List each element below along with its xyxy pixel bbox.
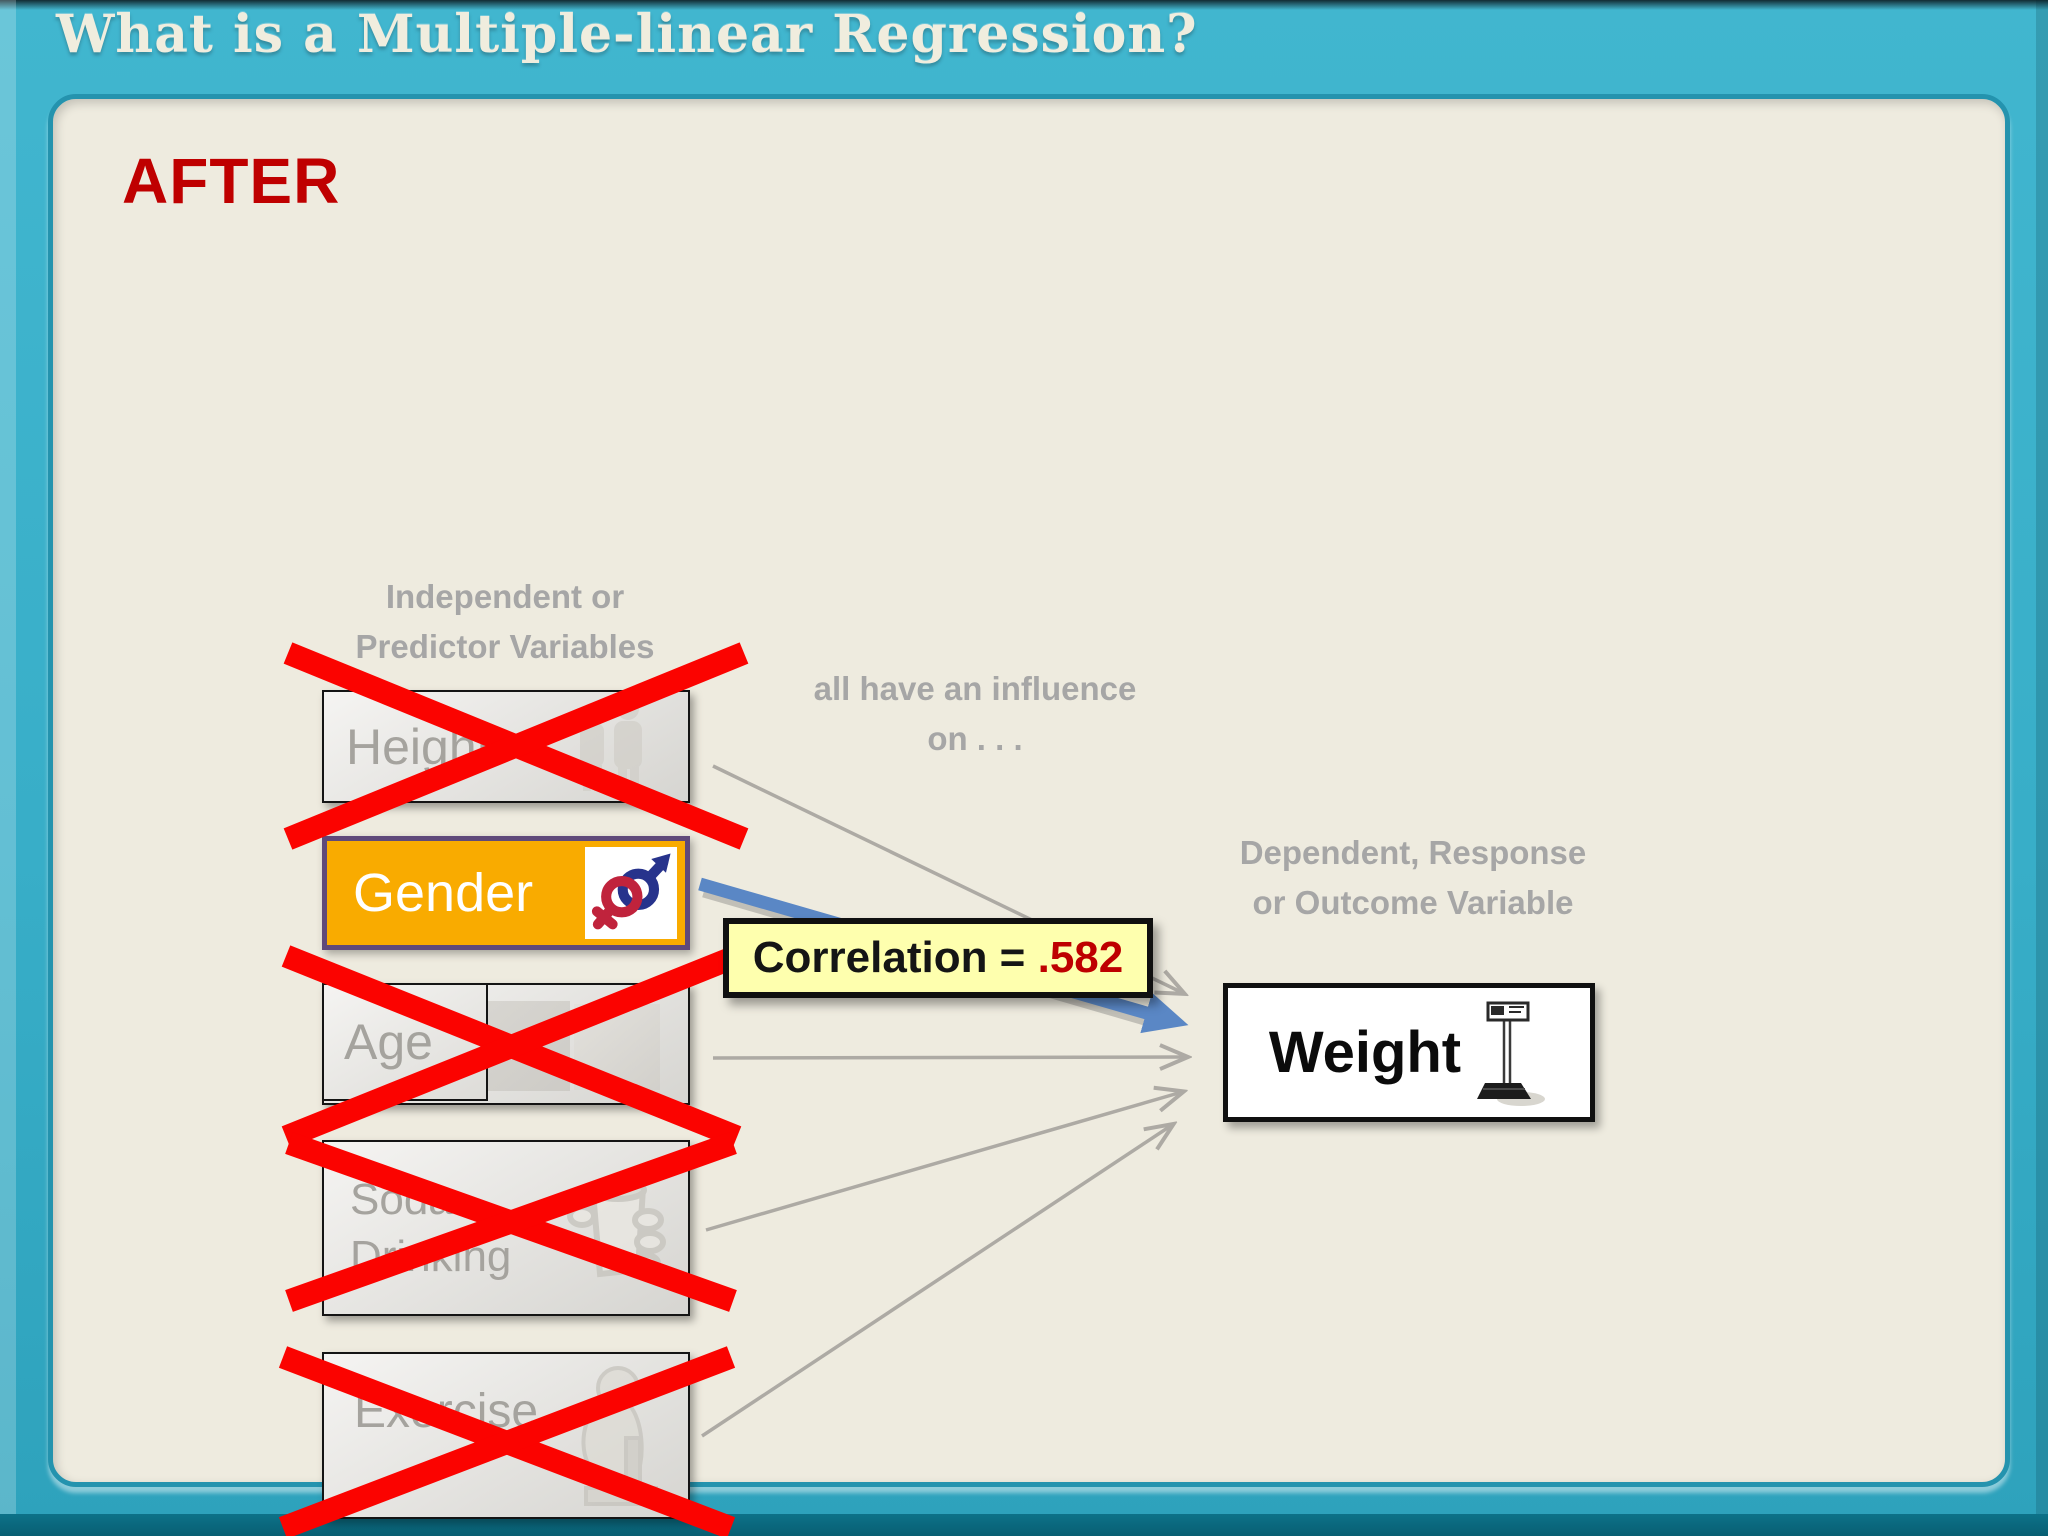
frame-top-edge — [0, 0, 2048, 10]
predictor-box-soda-drinking: Soda Drinking — [322, 1140, 690, 1316]
after-label: AFTER — [122, 145, 341, 217]
soda-drinking-label: Soda Drinking — [350, 1174, 512, 1281]
dependent-variable-label: Dependent, Response or Outcome Variable — [1193, 828, 1633, 928]
influence-label: all have an influence on . . . — [775, 664, 1175, 764]
height-label: Height — [346, 718, 491, 775]
dependent-label-line1: Dependent, Response — [1239, 834, 1587, 871]
standing-people-image — [580, 697, 642, 795]
predictor-label-line2: Predictor Variables — [355, 628, 655, 665]
age-label: Age — [344, 1014, 433, 1070]
predictor-box-height: Height — [322, 690, 690, 803]
dependent-label-line2: or Outcome Variable — [1252, 884, 1574, 921]
predictor-variables-label: Independent or Predictor Variables — [285, 572, 725, 672]
face-photos-image — [462, 1001, 660, 1091]
age-inner-box: Age — [322, 983, 488, 1101]
correlation-callout: Correlation = .582 — [723, 918, 1153, 998]
exercise-label: Exercise — [354, 1385, 539, 1438]
influence-label-line1: all have an influence — [813, 670, 1137, 707]
outcome-box-weight: Weight — [1223, 983, 1595, 1122]
correlation-value: .582 — [1037, 933, 1124, 982]
gender-label: Gender — [353, 863, 534, 923]
weight-scale-icon — [1477, 1001, 1546, 1106]
frame-bottom-edge — [0, 1514, 2048, 1536]
slide-title: What is a Multiple-linear Regression? — [56, 4, 1198, 65]
predictor-box-gender: Gender — [322, 836, 690, 950]
soda-cup-image — [567, 1178, 666, 1278]
predictor-box-exercise: Exercise — [322, 1352, 690, 1519]
male-female-symbols-icon — [585, 847, 677, 939]
exercising-person-image — [581, 1366, 659, 1506]
frame-left-edge — [0, 0, 16, 1536]
predictor-box-age: Age — [322, 983, 690, 1105]
predictor-label-line1: Independent or — [385, 578, 625, 615]
weight-label: Weight — [1268, 1020, 1462, 1085]
frame-right-edge — [2036, 0, 2048, 1536]
influence-label-line2: on . . . — [927, 720, 1023, 757]
face-photo-2 — [574, 1004, 660, 1090]
correlation-label: Correlation = — [752, 933, 1038, 982]
